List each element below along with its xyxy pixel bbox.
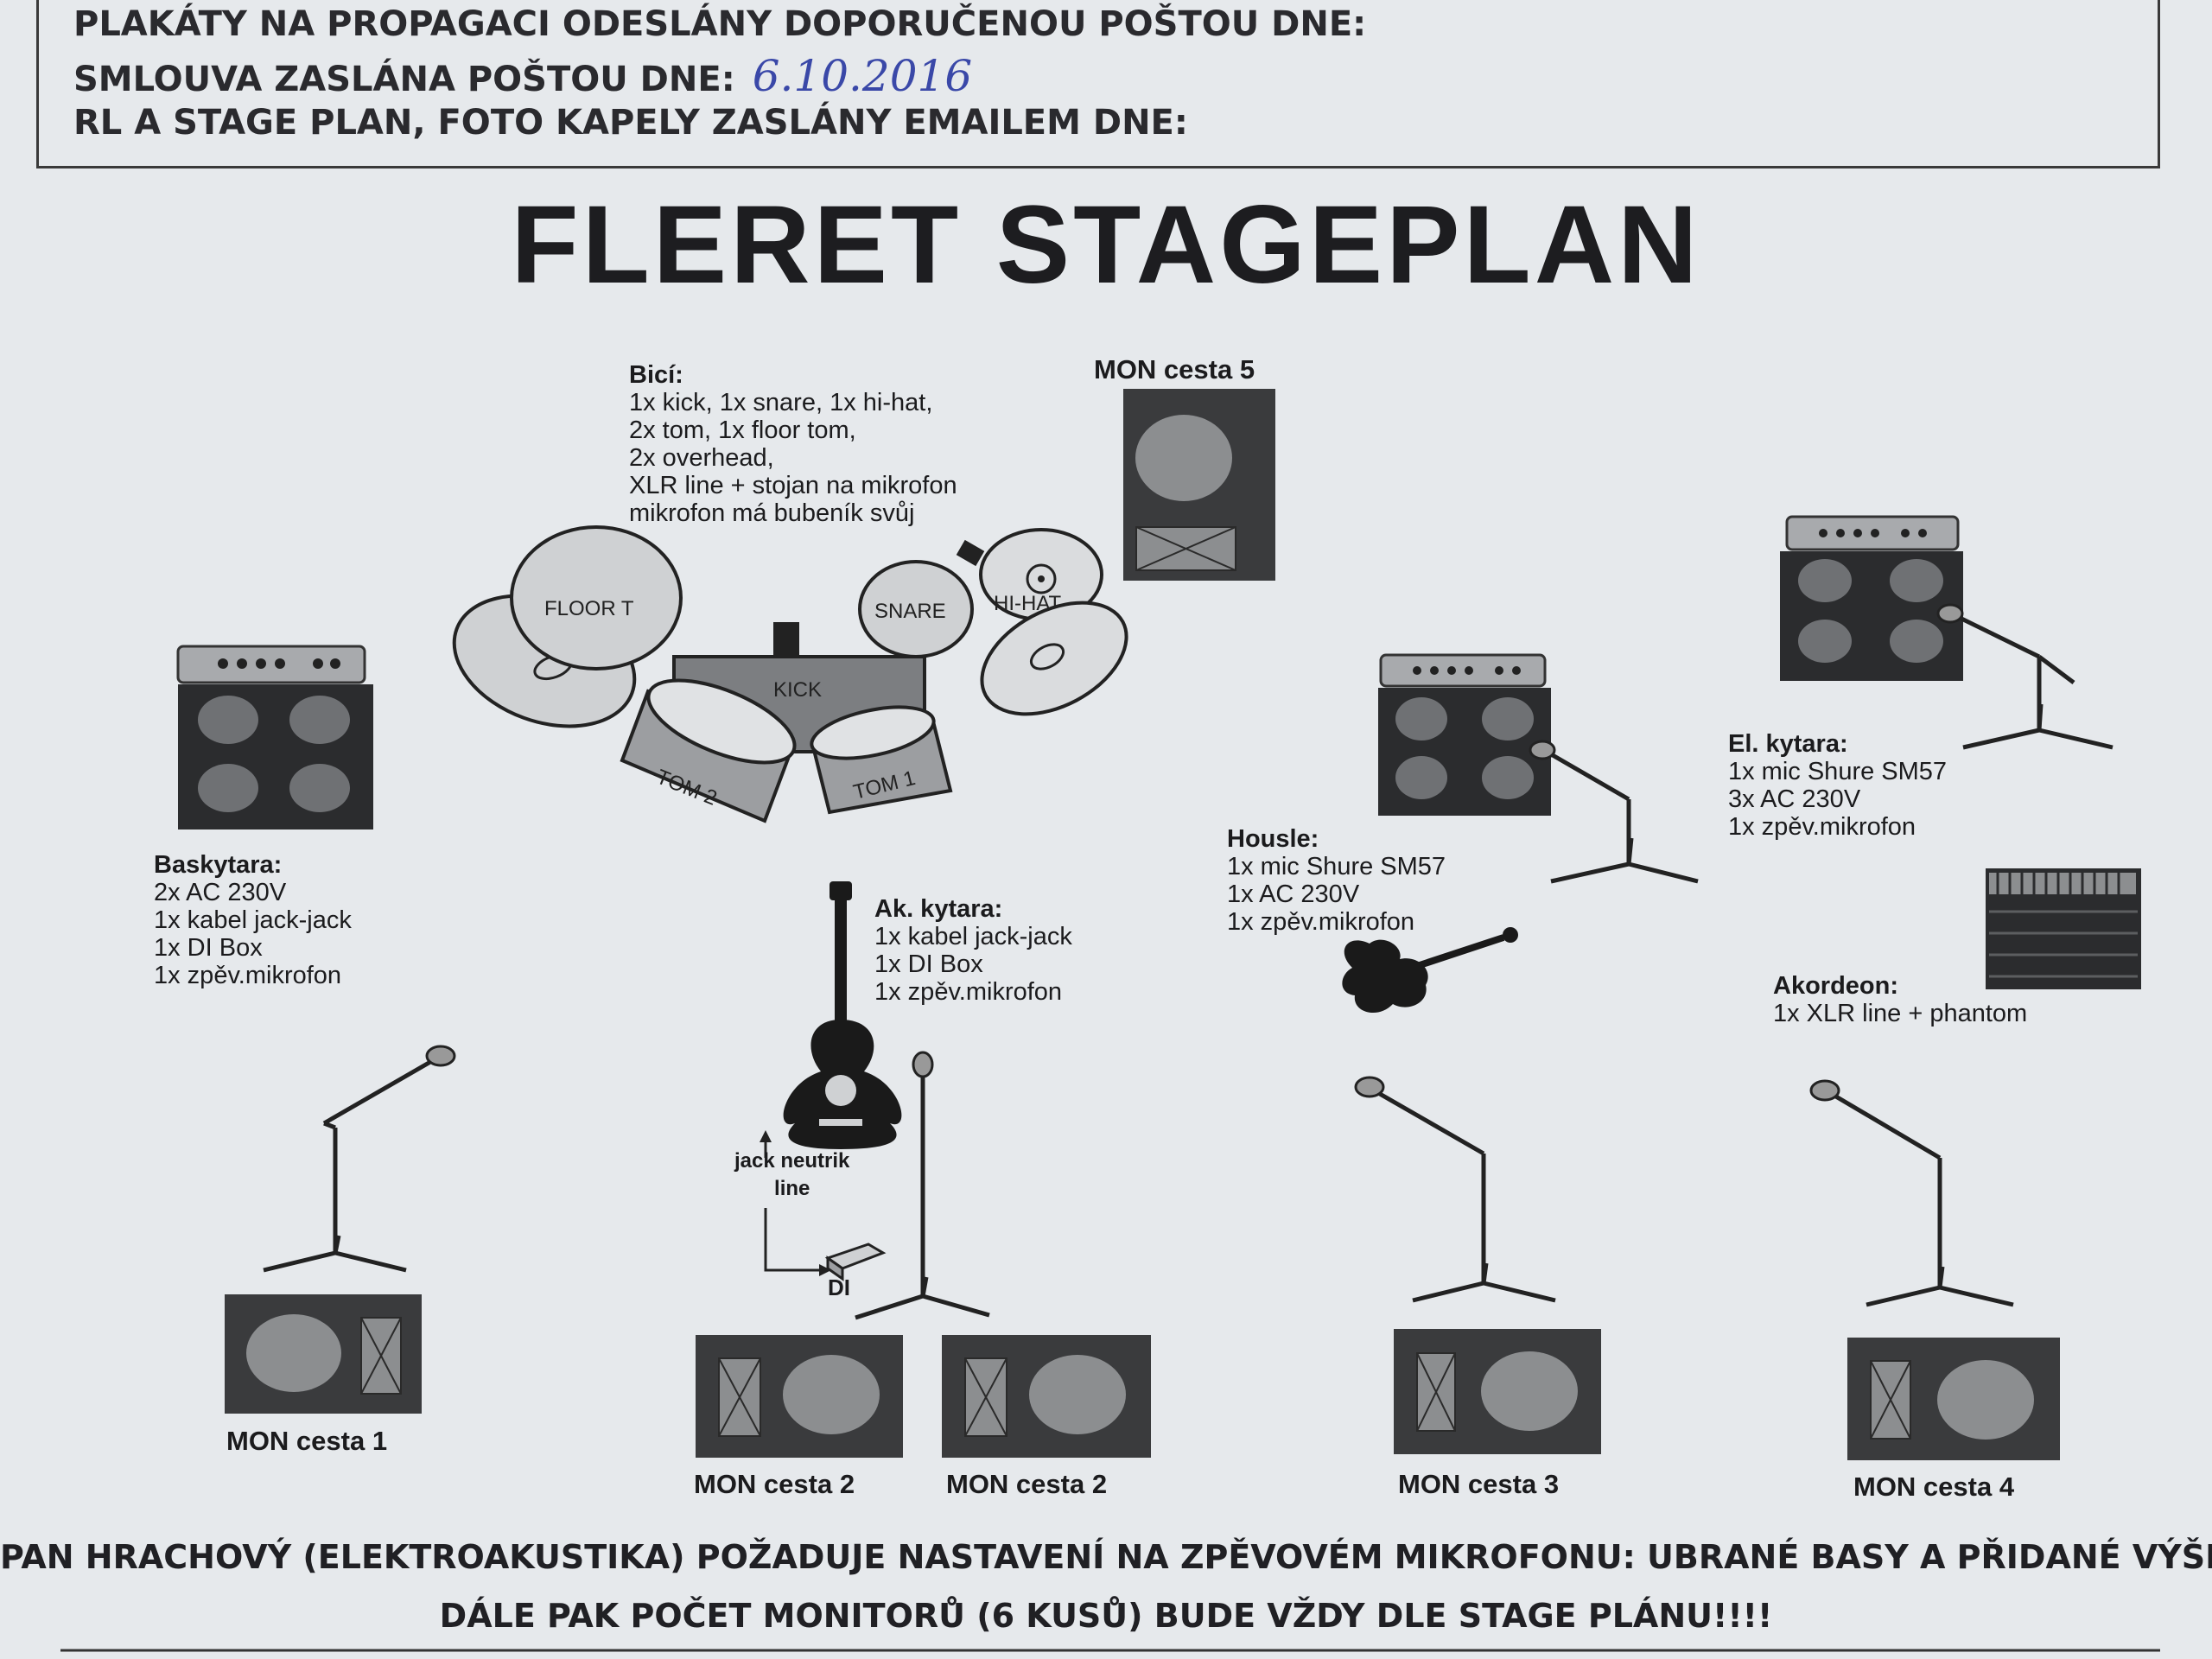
bass-info: Baskytara: 2x AC 230V 1x kabel jack-jack…: [154, 851, 352, 989]
handwritten-date: 6.10.2016: [752, 51, 973, 101]
acoustic-line: 1x DI Box: [874, 950, 983, 978]
accordion-icon: [1986, 868, 2141, 989]
monitor-3: [1394, 1329, 1601, 1454]
jack-label: jack neutrik line: [734, 1149, 850, 1200]
bass-heading: Baskytara:: [154, 851, 283, 879]
monitor-2b-label: MON cesta 2: [946, 1469, 1108, 1499]
acoustic-heading: Ak. kytara:: [874, 895, 1003, 923]
violin-info: Housle: 1x mic Shure SM57 1x AC 230V 1x …: [1227, 825, 1446, 936]
header-contract-label: SMLOUVA ZASLÁNA POŠTOU DNE:: [73, 60, 735, 99]
acoustic-guitar-icon: [783, 881, 902, 1149]
header-line-contract: SMLOUVA ZASLÁNA POŠTOU DNE: 6.10.2016: [73, 51, 972, 101]
monitor-5: [1123, 389, 1275, 581]
drums-line: 1x kick, 1x snare, 1x hi-hat,: [629, 389, 933, 416]
electric-guitar-line: 1x zpěv.mikrofon: [1728, 813, 1916, 841]
monitor-1-label: MON cesta 1: [226, 1426, 388, 1456]
acoustic-guitar-mic-stand: [855, 1051, 990, 1320]
bass-amp: [176, 645, 373, 830]
acoustic-line: 1x kabel jack-jack: [874, 923, 1072, 950]
accordion-heading: Akordeon:: [1773, 972, 1898, 1000]
monitor-2b: [942, 1335, 1151, 1458]
kick-label: KICK: [773, 678, 822, 702]
electric-guitar-line: 3x AC 230V: [1728, 785, 1861, 813]
drums-heading: Bicí:: [629, 361, 683, 389]
bass-line: 1x kabel jack-jack: [154, 906, 352, 934]
monitor-4-label: MON cesta 4: [1853, 1471, 2015, 1502]
mic-stand-bass: [263, 1045, 456, 1273]
snare-label: SNARE: [874, 600, 946, 623]
violin-amp-mic-stand: [1529, 740, 1699, 884]
drums-line: 2x overhead,: [629, 444, 774, 472]
mic-stand-violin-vocal: [1354, 1076, 1556, 1303]
violin-heading: Housle:: [1227, 825, 1319, 853]
acoustic-info: Ak. kytara: 1x kabel jack-jack 1x DI Box…: [874, 895, 1072, 1006]
electric-guitar-mic-stand: [1936, 603, 2113, 750]
violin-icon: [1342, 927, 1518, 1014]
mic-stand-accordion: [1809, 1079, 2014, 1307]
header-box: PLAKÁTY NA PROPAGACI ODESLÁNY DOPORUČENO…: [36, 0, 2160, 168]
drums-line: mikrofon má bubeník svůj: [629, 499, 915, 527]
header-line-posters: PLAKÁTY NA PROPAGACI ODESLÁNY DOPORUČENO…: [73, 4, 1367, 44]
bass-line: 2x AC 230V: [154, 879, 287, 906]
bass-line: 1x zpěv.mikrofon: [154, 962, 342, 989]
electric-guitar-info: El. kytara: 1x mic Shure SM57 3x AC 230V…: [1728, 730, 1947, 841]
di-box-label: DI: [828, 1274, 850, 1300]
monitor-2a: [696, 1335, 903, 1458]
monitor-5-label: MON cesta 5: [1094, 354, 1255, 385]
drums-line: XLR line + stojan na mikrofon: [629, 472, 957, 499]
violin-line: 1x mic Shure SM57: [1227, 853, 1446, 880]
monitor-4: [1847, 1338, 2060, 1460]
monitor-3-label: MON cesta 3: [1398, 1469, 1560, 1499]
drum-kit: FLOOR T KICK TOM 2 TOM 1 SNARE HI-HAT: [452, 525, 1128, 823]
violin-amp: [1378, 653, 1551, 816]
drums-line: 2x tom, 1x floor tom,: [629, 416, 856, 444]
electric-guitar-heading: El. kytara:: [1728, 730, 1848, 758]
acoustic-line: 1x zpěv.mikrofon: [874, 978, 1063, 1006]
electric-guitar-line: 1x mic Shure SM57: [1728, 758, 1948, 785]
drums-info: Bicí: 1x kick, 1x snare, 1x hi-hat, 2x t…: [629, 361, 957, 527]
floor-tom-label: FLOOR T: [544, 597, 634, 620]
accordion-line: 1x XLR line + phantom: [1773, 1000, 2028, 1027]
bass-line: 1x DI Box: [154, 934, 263, 962]
accordion-info: Akordeon: 1x XLR line + phantom: [1773, 972, 2027, 1027]
monitor-2a-label: MON cesta 2: [694, 1469, 855, 1499]
violin-line: 1x zpěv.mikrofon: [1227, 908, 1415, 936]
monitor-1: [225, 1294, 422, 1414]
electric-guitar-amp: [1780, 515, 1963, 681]
jack-di-connection: [760, 1130, 887, 1281]
violin-line: 1x AC 230V: [1227, 880, 1360, 908]
header-line-email: RL A STAGE PLAN, FOTO KAPELY ZASLÁNY EMA…: [73, 103, 1188, 143]
footer-note-1: PAN HRACHOVÝ (ELEKTROAKUSTIKA) POŽADUJE …: [0, 1538, 2212, 1576]
footer-note-2: DÁLE PAK POČET MONITORŮ (6 KUSŮ) BUDE VŽ…: [439, 1597, 1773, 1635]
page-title: FLERET STAGEPLAN: [511, 183, 1701, 307]
